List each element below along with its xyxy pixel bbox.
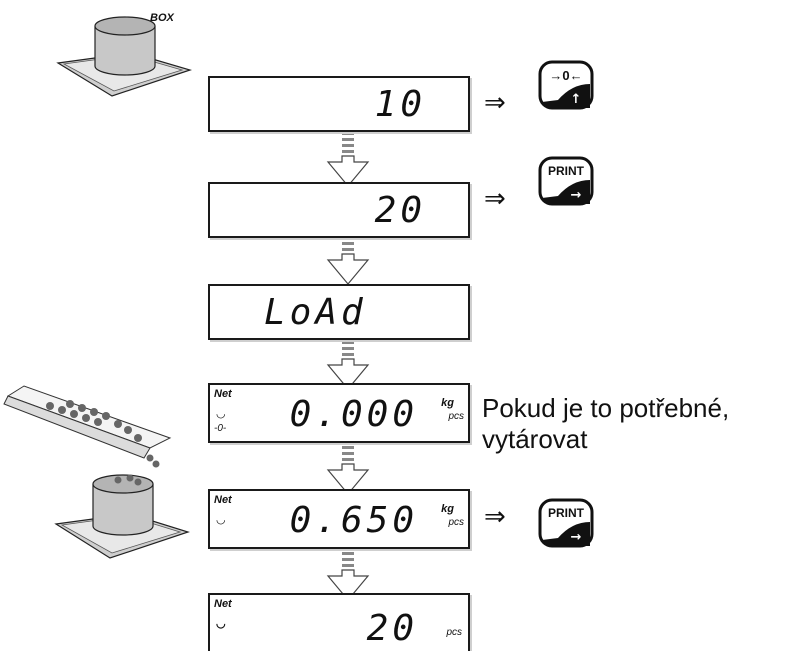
zero-key-button[interactable]: →0← ↑ [538,60,594,110]
unit-pcs-label: pcs [446,627,462,638]
flow-arrow-5 [326,546,370,601]
scoop-pouring-illustration [3,385,172,468]
implies-arrow-3: ⇒ [484,502,506,532]
net-indicator: Net [214,494,232,506]
display-5-value: 0.650 [289,500,418,541]
print-key-arrow-icon: → [571,188,582,203]
filled-box-on-scale-illustration [54,474,190,559]
flow-arrow-1 [326,132,370,187]
stability-indicator: ◡ [216,408,226,420]
stability-indicator: ◡ [216,514,226,526]
zero-key-label: →0← [549,68,582,83]
display-3: LoAd [208,284,470,340]
print-key-button[interactable]: PRINT → [538,156,594,206]
unit-pcs-label: pcs [448,411,464,422]
print-key-label: PRINT [548,164,585,178]
display-6-value: 20 [366,608,418,649]
display-2-value: 20 [374,190,426,231]
tare-note: Pokud je to potřebné, vytárovat [482,393,729,455]
display-4: Net ◡ -0- 0.000 kg pcs [208,383,470,443]
display-5: Net ◡ 0.650 kg pcs [208,489,470,549]
implies-arrow-1: ⇒ [484,88,506,118]
print-key-button[interactable]: PRINT → [538,498,594,548]
display-2: 20 [208,182,470,238]
net-indicator: Net [214,388,232,400]
box-on-scale-illustration [56,16,193,97]
implies-arrow-2: ⇒ [484,184,506,214]
print-key-arrow-icon: → [571,530,582,545]
stability-indicator: ◡ [216,618,226,630]
print-key-label: PRINT [548,506,585,520]
display-1-value: 10 [374,84,426,125]
unit-kg-label: kg [441,503,454,515]
zero-key-arrow-icon: ↑ [571,92,582,107]
box-label: BOX [150,12,174,24]
display-1: 10 [208,76,470,132]
unit-pcs-label: pcs [448,517,464,528]
flow-arrow-4 [326,440,370,495]
display-3-value: LoAd [264,292,367,333]
display-6: Net ◡ 20 pcs [208,593,470,651]
unit-kg-label: kg [441,397,454,409]
net-indicator: Net [214,598,232,610]
display-4-value: 0.000 [289,394,418,435]
zero-indicator: -0- [214,423,227,434]
tare-note-line-1: Pokud je to potřebné, [482,393,730,423]
tare-note-line-2: vytárovat [482,424,588,454]
